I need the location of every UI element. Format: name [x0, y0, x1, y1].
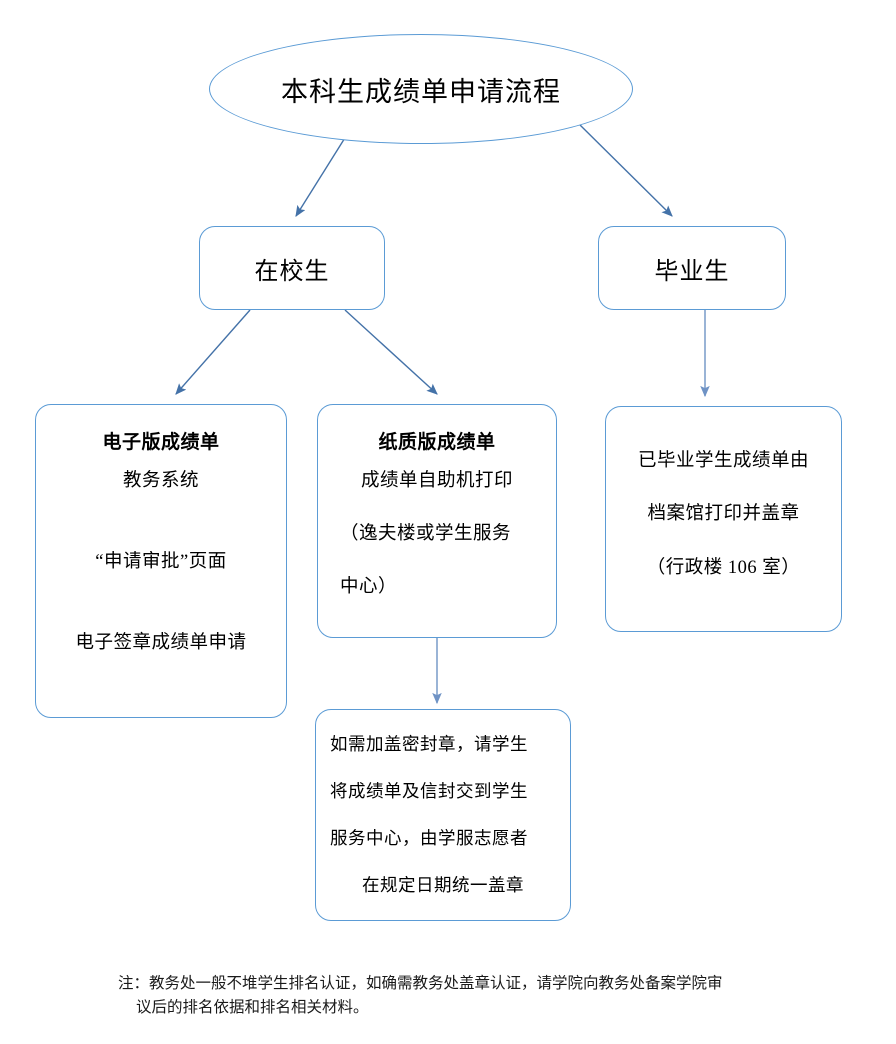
edge-title-to-current — [295, 132, 349, 217]
graduate-line-1: 已毕业学生成绩单由 — [637, 451, 809, 472]
node-title-ellipse[interactable]: 本科生成绩单申请流程 — [209, 34, 633, 144]
electronic-step-2: “申请审批”页面 — [95, 552, 227, 573]
electronic-step-1: 教务系统 — [122, 471, 199, 491]
node-current-students-label: 在校生 — [254, 258, 330, 285]
node-graduate-archive[interactable]: 已毕业学生成绩单由 档案馆打印并盖章 （行政楼 106 室） — [605, 406, 842, 632]
node-graduates-label: 毕业生 — [654, 258, 730, 285]
node-paper-transcript[interactable]: 纸质版成绩单 成绩单自助机打印 （逸夫楼或学生服务 中心） — [317, 404, 557, 638]
footnote-line-1: 注：教务处一般不堆学生排名认证，如确需教务处盖章认证，请学院向教务处备案学院审 — [118, 975, 723, 992]
electronic-step-3: 电子签章成绩单申请 — [75, 633, 247, 654]
node-electronic-transcript[interactable]: 电子版成绩单 教务系统 “申请审批”页面 电子签章成绩单申请 — [35, 404, 287, 718]
paper-title: 纸质版成绩单 — [378, 432, 496, 453]
sealed-line-4: 在规定日期统一盖章 — [362, 875, 524, 895]
edge-current-to-paper — [344, 309, 438, 395]
graduate-line-3: （行政楼 106 室） — [646, 557, 801, 578]
edge-current-to-electronic — [175, 309, 251, 395]
graduate-line-2: 档案馆打印并盖章 — [647, 504, 800, 525]
sealed-line-1: 如需加盖密封章，请学生 — [330, 734, 528, 754]
page-title: 本科生成绩单申请流程 — [281, 76, 561, 107]
paper-line-1: 成绩单自助机打印 — [360, 471, 513, 491]
electronic-title: 电子版成绩单 — [102, 432, 220, 453]
footnote: 注：教务处一般不堆学生排名认证，如确需教务处盖章认证，请学院向教务处备案学院审 … — [118, 972, 818, 1020]
node-current-students[interactable]: 在校生 — [199, 226, 385, 310]
paper-line-2: （逸夫楼或学生服务 — [340, 524, 512, 545]
footnote-line-2: 议后的排名依据和排名相关材料。 — [136, 999, 369, 1017]
paper-line-3: 中心） — [340, 577, 398, 598]
node-graduates[interactable]: 毕业生 — [598, 226, 786, 310]
sealed-line-3: 服务中心，由学服志愿者 — [330, 828, 528, 848]
sealed-line-2: 将成绩单及信封交到学生 — [330, 781, 528, 801]
edge-title-to-graduate — [577, 122, 673, 217]
node-sealed-envelope[interactable]: 如需加盖密封章，请学生 将成绩单及信封交到学生 服务中心，由学服志愿者 在规定日… — [315, 709, 571, 921]
